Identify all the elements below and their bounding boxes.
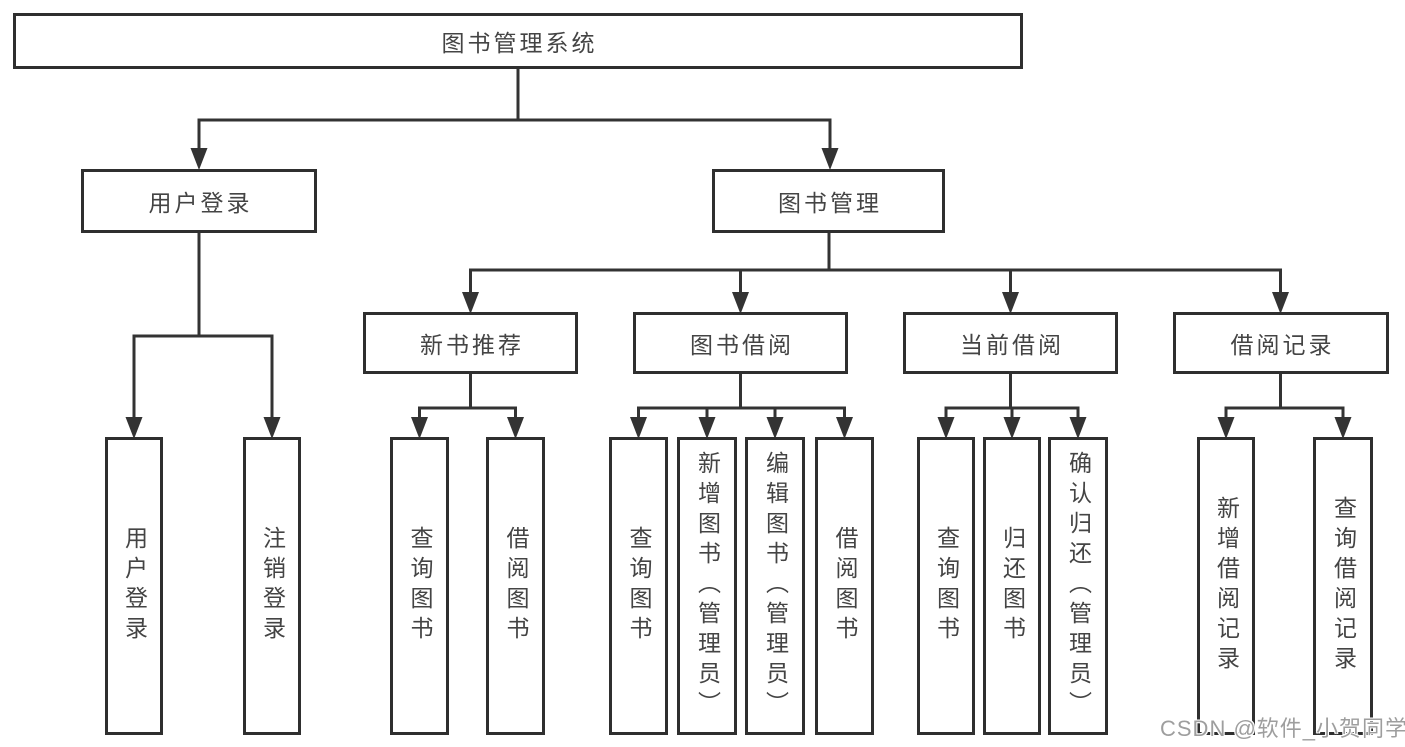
leaf-query-books-recommend: 查询图书 xyxy=(390,437,449,735)
node-label: 注销登录 xyxy=(259,526,286,646)
node-label: 查询图书 xyxy=(933,526,960,646)
node-label: 查询借阅记录 xyxy=(1330,496,1357,676)
leaf-query-books-current: 查询图书 xyxy=(917,437,975,735)
leaf-user-login: 用户登录 xyxy=(105,437,163,735)
node-label: 确认归还（管理员） xyxy=(1065,451,1092,721)
node-label: 图书管理系统 xyxy=(441,30,598,56)
node-current-borrowing: 当前借阅 xyxy=(903,312,1118,374)
node-label: 图书借阅 xyxy=(690,332,794,358)
node-label: 新增图书（管理员） xyxy=(694,451,721,721)
leaf-borrow-books: 借阅图书 xyxy=(815,437,874,735)
node-label: 新增借阅记录 xyxy=(1213,496,1240,676)
leaf-logout: 注销登录 xyxy=(243,437,301,735)
node-book-management: 图书管理 xyxy=(712,169,945,233)
leaf-borrow-books-recommend: 借阅图书 xyxy=(486,437,545,735)
csdn-watermark: CSDN @软件_小贺同学 xyxy=(1160,716,1405,741)
node-label: 借阅图书 xyxy=(503,526,529,646)
leaf-add-books-admin: 新增图书（管理员） xyxy=(677,437,737,735)
leaf-confirm-return-admin: 确认归还（管理员） xyxy=(1048,437,1108,735)
node-label: 新书推荐 xyxy=(420,332,524,358)
node-label: 用户登录 xyxy=(148,190,253,216)
node-label: 查询图书 xyxy=(626,526,652,646)
node-label: 当前借阅 xyxy=(960,332,1064,358)
node-label: 借阅记录 xyxy=(1230,332,1335,358)
node-book-borrowing: 图书借阅 xyxy=(633,312,848,374)
leaf-edit-books-admin: 编辑图书（管理员） xyxy=(745,437,805,735)
node-label: 借阅图书 xyxy=(832,526,858,646)
leaf-add-borrow-record: 新增借阅记录 xyxy=(1197,437,1255,735)
node-user-login: 用户登录 xyxy=(81,169,317,233)
node-label: 图书管理 xyxy=(778,190,882,216)
node-label: 用户登录 xyxy=(121,526,148,646)
node-borrowing-records: 借阅记录 xyxy=(1173,312,1389,374)
node-label: 归还图书 xyxy=(999,526,1026,646)
leaf-query-books-borrowing: 查询图书 xyxy=(609,437,668,735)
node-library-management-system: 图书管理系统 xyxy=(13,13,1023,69)
node-label: 查询图书 xyxy=(407,526,433,646)
node-new-book-recommend: 新书推荐 xyxy=(363,312,578,374)
leaf-return-books: 归还图书 xyxy=(983,437,1041,735)
node-label: 编辑图书（管理员） xyxy=(762,451,789,721)
leaf-query-borrow-record: 查询借阅记录 xyxy=(1313,437,1373,735)
